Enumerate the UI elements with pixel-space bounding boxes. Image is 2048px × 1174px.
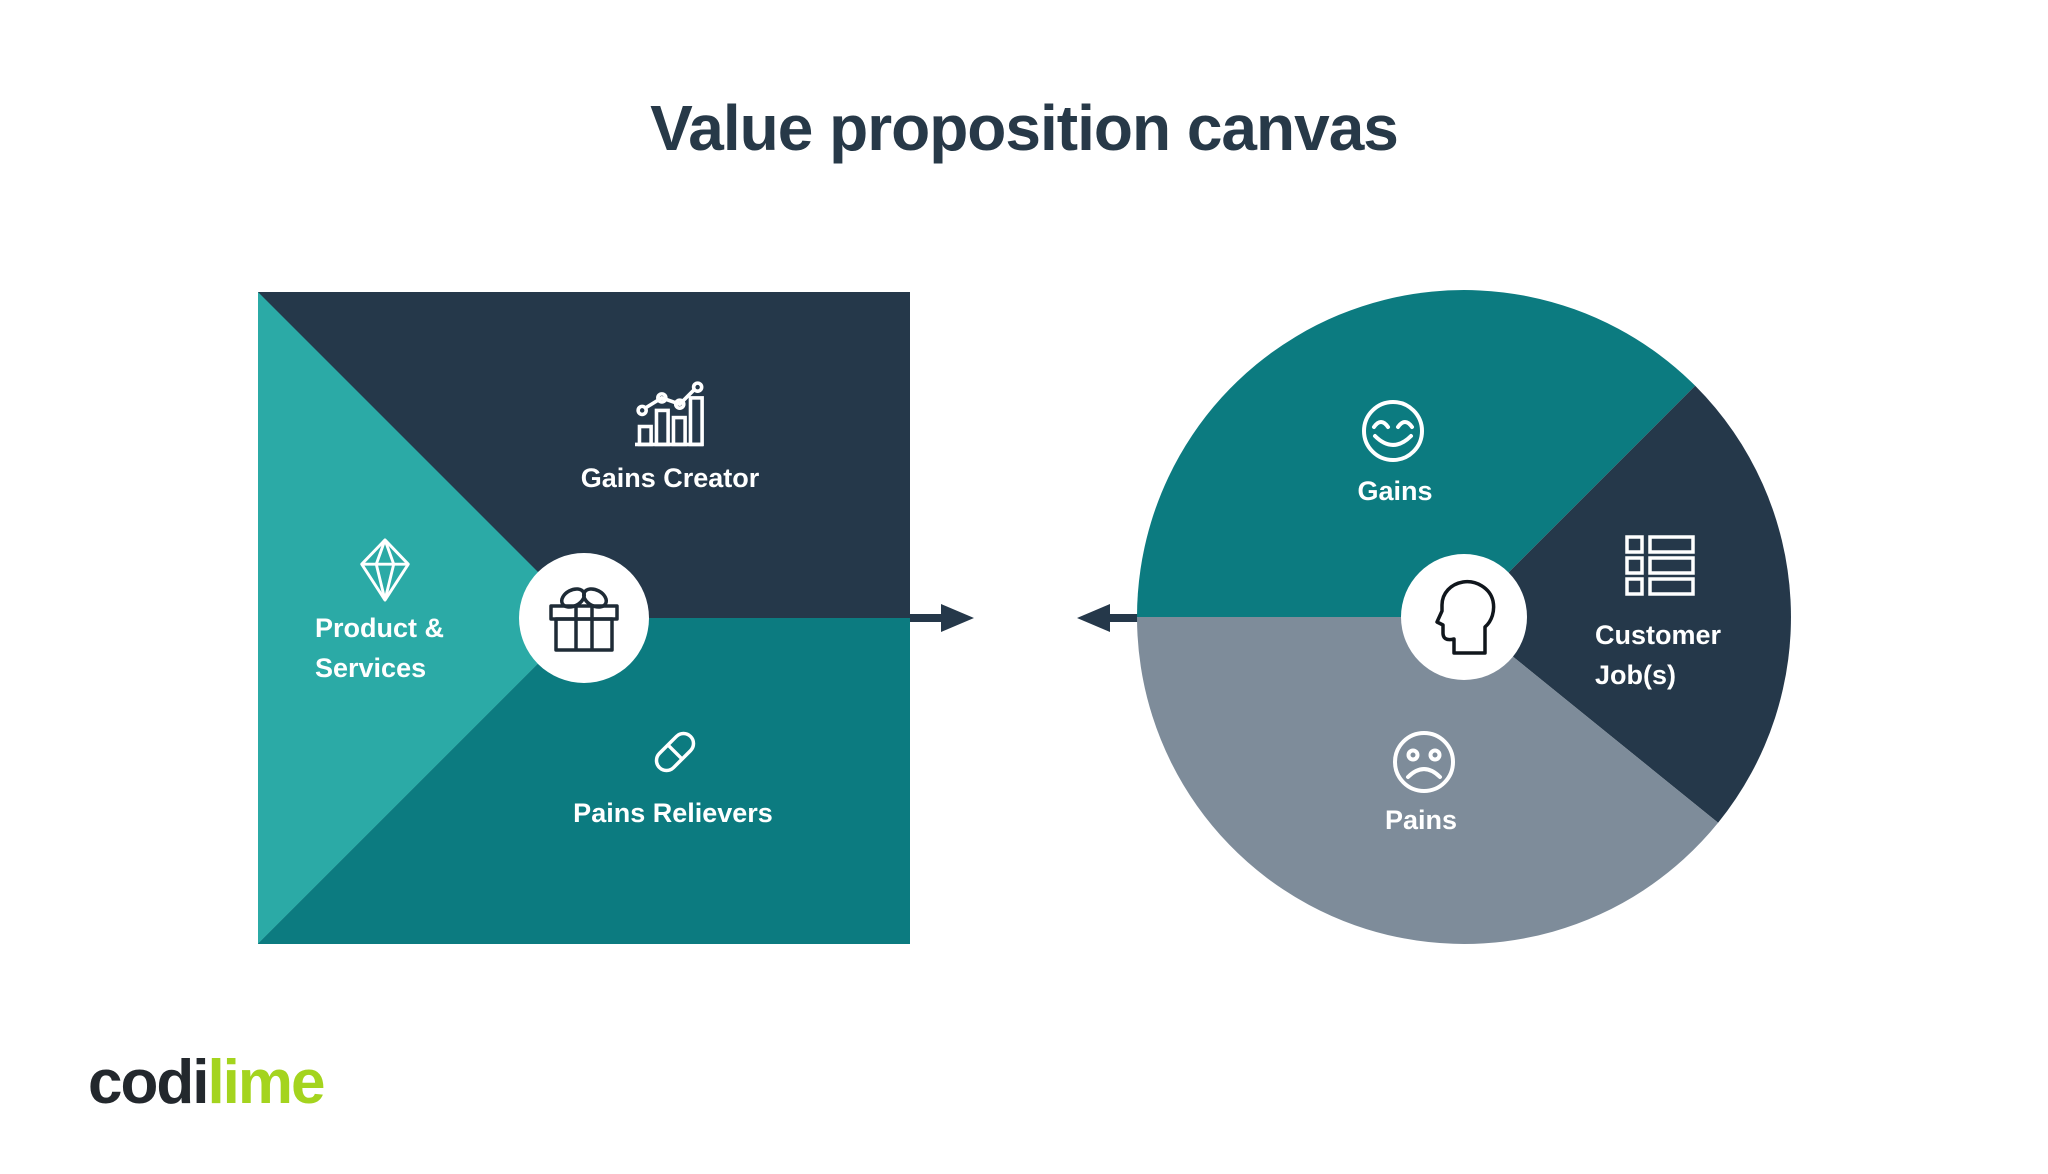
list-icon bbox=[1625, 535, 1695, 596]
bar-chart-icon bbox=[635, 381, 704, 447]
section-label-product-services: Product & Services bbox=[315, 608, 444, 688]
label-line: Product & bbox=[315, 613, 445, 643]
arrow-left-icon bbox=[1077, 604, 1141, 632]
section-label-pains: Pains bbox=[1384, 805, 1458, 835]
arrow-right-icon bbox=[910, 604, 974, 632]
value-map-background bbox=[258, 292, 910, 944]
label-line: Job(s) bbox=[1595, 660, 1676, 690]
pill-icon bbox=[654, 731, 696, 773]
smiley-face-icon bbox=[1362, 400, 1424, 462]
label-line: Services bbox=[315, 653, 427, 683]
logo-part-codi: codi bbox=[88, 1048, 209, 1117]
head-profile-icon bbox=[1435, 579, 1496, 655]
diamond-icon bbox=[360, 538, 410, 602]
sad-face-icon bbox=[1393, 731, 1455, 793]
customer-profile-background bbox=[1137, 290, 1791, 944]
label-line: Customer bbox=[1595, 620, 1722, 650]
value-map-square: Gains Creator Product & Services Pains R… bbox=[258, 292, 910, 944]
section-label-gains-creator: Gains Creator bbox=[580, 463, 760, 493]
logo-part-lime: lime bbox=[207, 1048, 325, 1117]
customer-profile-circle: Gains Customer Job(s) Pains bbox=[1137, 290, 1791, 944]
section-label-gains: Gains bbox=[1357, 476, 1433, 506]
gift-icon bbox=[549, 587, 619, 652]
section-label-pains-relievers: Pains Relievers bbox=[573, 798, 773, 828]
page-title: Value proposition canvas bbox=[650, 92, 1399, 164]
section-label-customer-jobs: Customer Job(s) bbox=[1595, 615, 1721, 695]
codilime-logo: codilime bbox=[88, 1052, 326, 1114]
